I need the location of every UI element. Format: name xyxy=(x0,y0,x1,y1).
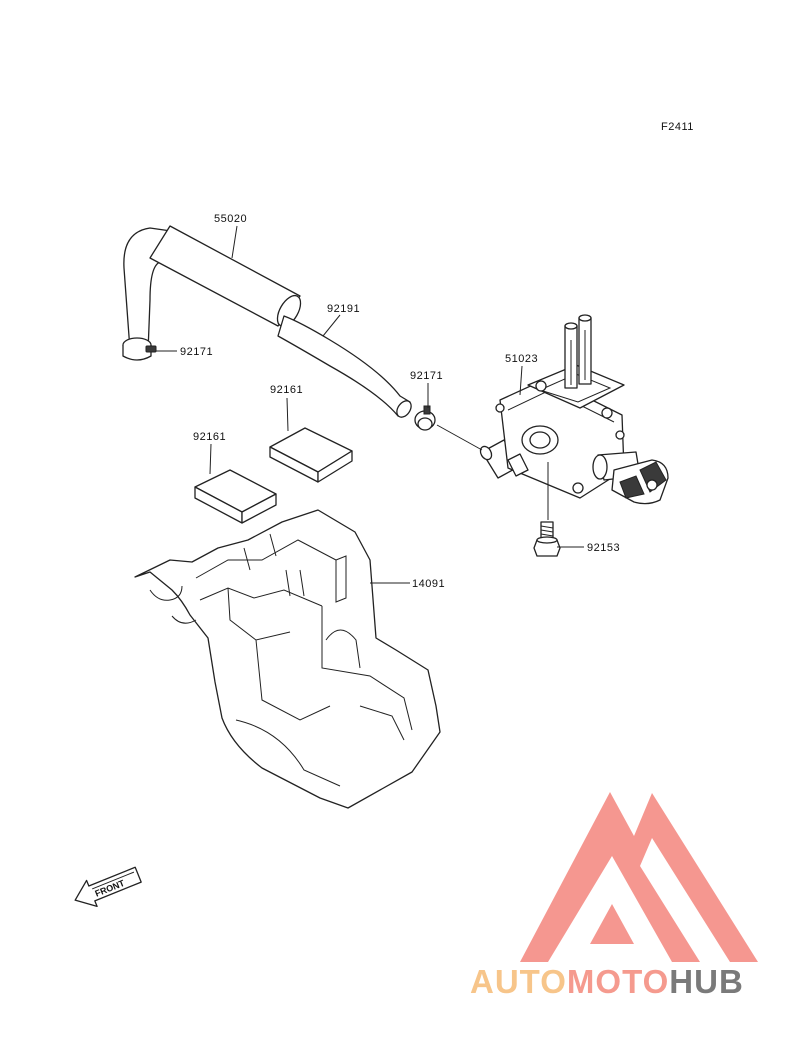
figure-code: F2411 xyxy=(661,121,694,133)
leader-lines xyxy=(156,225,584,584)
bolt-92153 xyxy=(533,521,561,557)
label-92171-right: 92171 xyxy=(410,370,443,382)
front-arrow: FRONT xyxy=(74,866,142,908)
label-92153: 92153 xyxy=(587,542,620,554)
logo-triangle xyxy=(520,792,758,962)
pad-upper-92161 xyxy=(269,427,353,483)
watermark-text: AUTOMOTOHUB xyxy=(470,963,744,1000)
watermark-logo: AUTOMOTOHUB xyxy=(470,792,758,1000)
label-92191: 92191 xyxy=(327,303,360,315)
pad-lower-92161 xyxy=(194,469,277,524)
label-14091: 14091 xyxy=(412,578,445,590)
bracket-14091 xyxy=(134,509,441,809)
clamp-left-92171 xyxy=(122,337,157,361)
hose-92191 xyxy=(277,315,412,418)
label-51023: 51023 xyxy=(505,353,538,365)
label-92171-left: 92171 xyxy=(180,346,213,358)
label-92161-upper: 92161 xyxy=(270,384,303,396)
label-55020: 55020 xyxy=(214,213,247,225)
fuel-cock-51023 xyxy=(479,314,669,505)
clamp-right-92171 xyxy=(414,405,436,431)
label-92161-lower: 92161 xyxy=(193,431,226,443)
